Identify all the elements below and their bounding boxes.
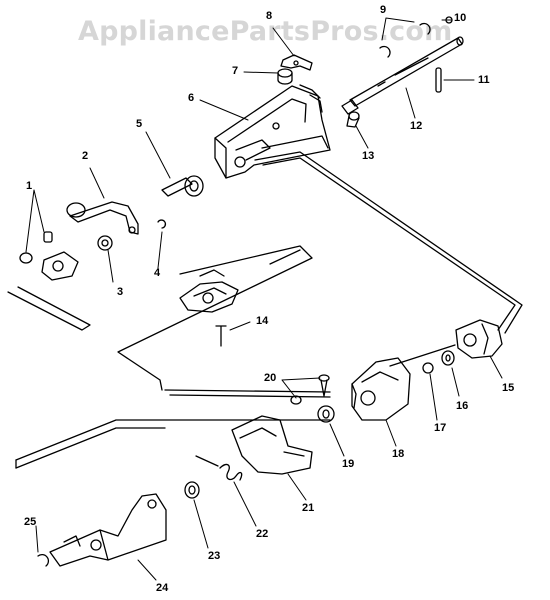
callout-7: 7 <box>232 65 239 77</box>
end-cap-housing <box>455 319 503 359</box>
knob-washer <box>184 481 200 499</box>
callout-5: 5 <box>136 118 143 130</box>
callout-19: 19 <box>342 458 355 470</box>
callout-11: 11 <box>478 74 490 86</box>
linkage-rod <box>254 151 523 334</box>
housing-washer <box>441 350 455 366</box>
callout-6: 6 <box>188 92 195 104</box>
callout-13: 13 <box>362 150 375 162</box>
retaining-rings <box>379 16 453 58</box>
callout-2: 2 <box>82 150 89 162</box>
callout-8: 8 <box>266 10 273 22</box>
bracket-screw <box>346 111 360 128</box>
callout-16: 16 <box>456 400 469 412</box>
selector-knob <box>231 415 313 475</box>
callout-17: 17 <box>434 422 447 434</box>
knob-spring <box>195 455 243 481</box>
callout-22: 22 <box>256 528 269 540</box>
callout-23: 23 <box>208 550 221 562</box>
callout-25: 25 <box>24 516 37 528</box>
callout-20: 20 <box>264 372 277 384</box>
panel-boundary <box>7 245 456 469</box>
callout-9: 9 <box>380 4 387 16</box>
roll-pin <box>435 67 442 93</box>
rear-support-bracket <box>214 84 331 179</box>
lever-mount-bushing <box>19 219 167 281</box>
callout-1: 1 <box>26 180 33 192</box>
thrust-washer <box>161 175 204 197</box>
retainer-clip <box>280 54 313 71</box>
callout-14: 14 <box>256 315 269 327</box>
callout-10: 10 <box>454 12 467 24</box>
leader-lines <box>25 17 503 581</box>
control-lever <box>66 201 139 235</box>
callout-15: 15 <box>502 382 515 394</box>
callout-12: 12 <box>410 120 423 132</box>
callout-24: 24 <box>156 582 169 594</box>
main-shaft <box>341 36 464 115</box>
cam-screw <box>215 325 227 347</box>
control-knob <box>351 357 411 421</box>
center-cam-assembly <box>179 269 239 313</box>
bracket-clip <box>37 553 50 567</box>
clip-screw <box>277 68 293 85</box>
housing-screw <box>422 362 434 374</box>
callout-4: 4 <box>154 267 161 279</box>
callout-18: 18 <box>392 448 405 460</box>
front-mounting-bracket <box>49 493 167 567</box>
callout-3: 3 <box>117 286 124 298</box>
callout-21: 21 <box>302 502 315 514</box>
site-watermark: AppliancePartsPros.com <box>78 16 453 47</box>
knob-bushing <box>317 405 335 423</box>
